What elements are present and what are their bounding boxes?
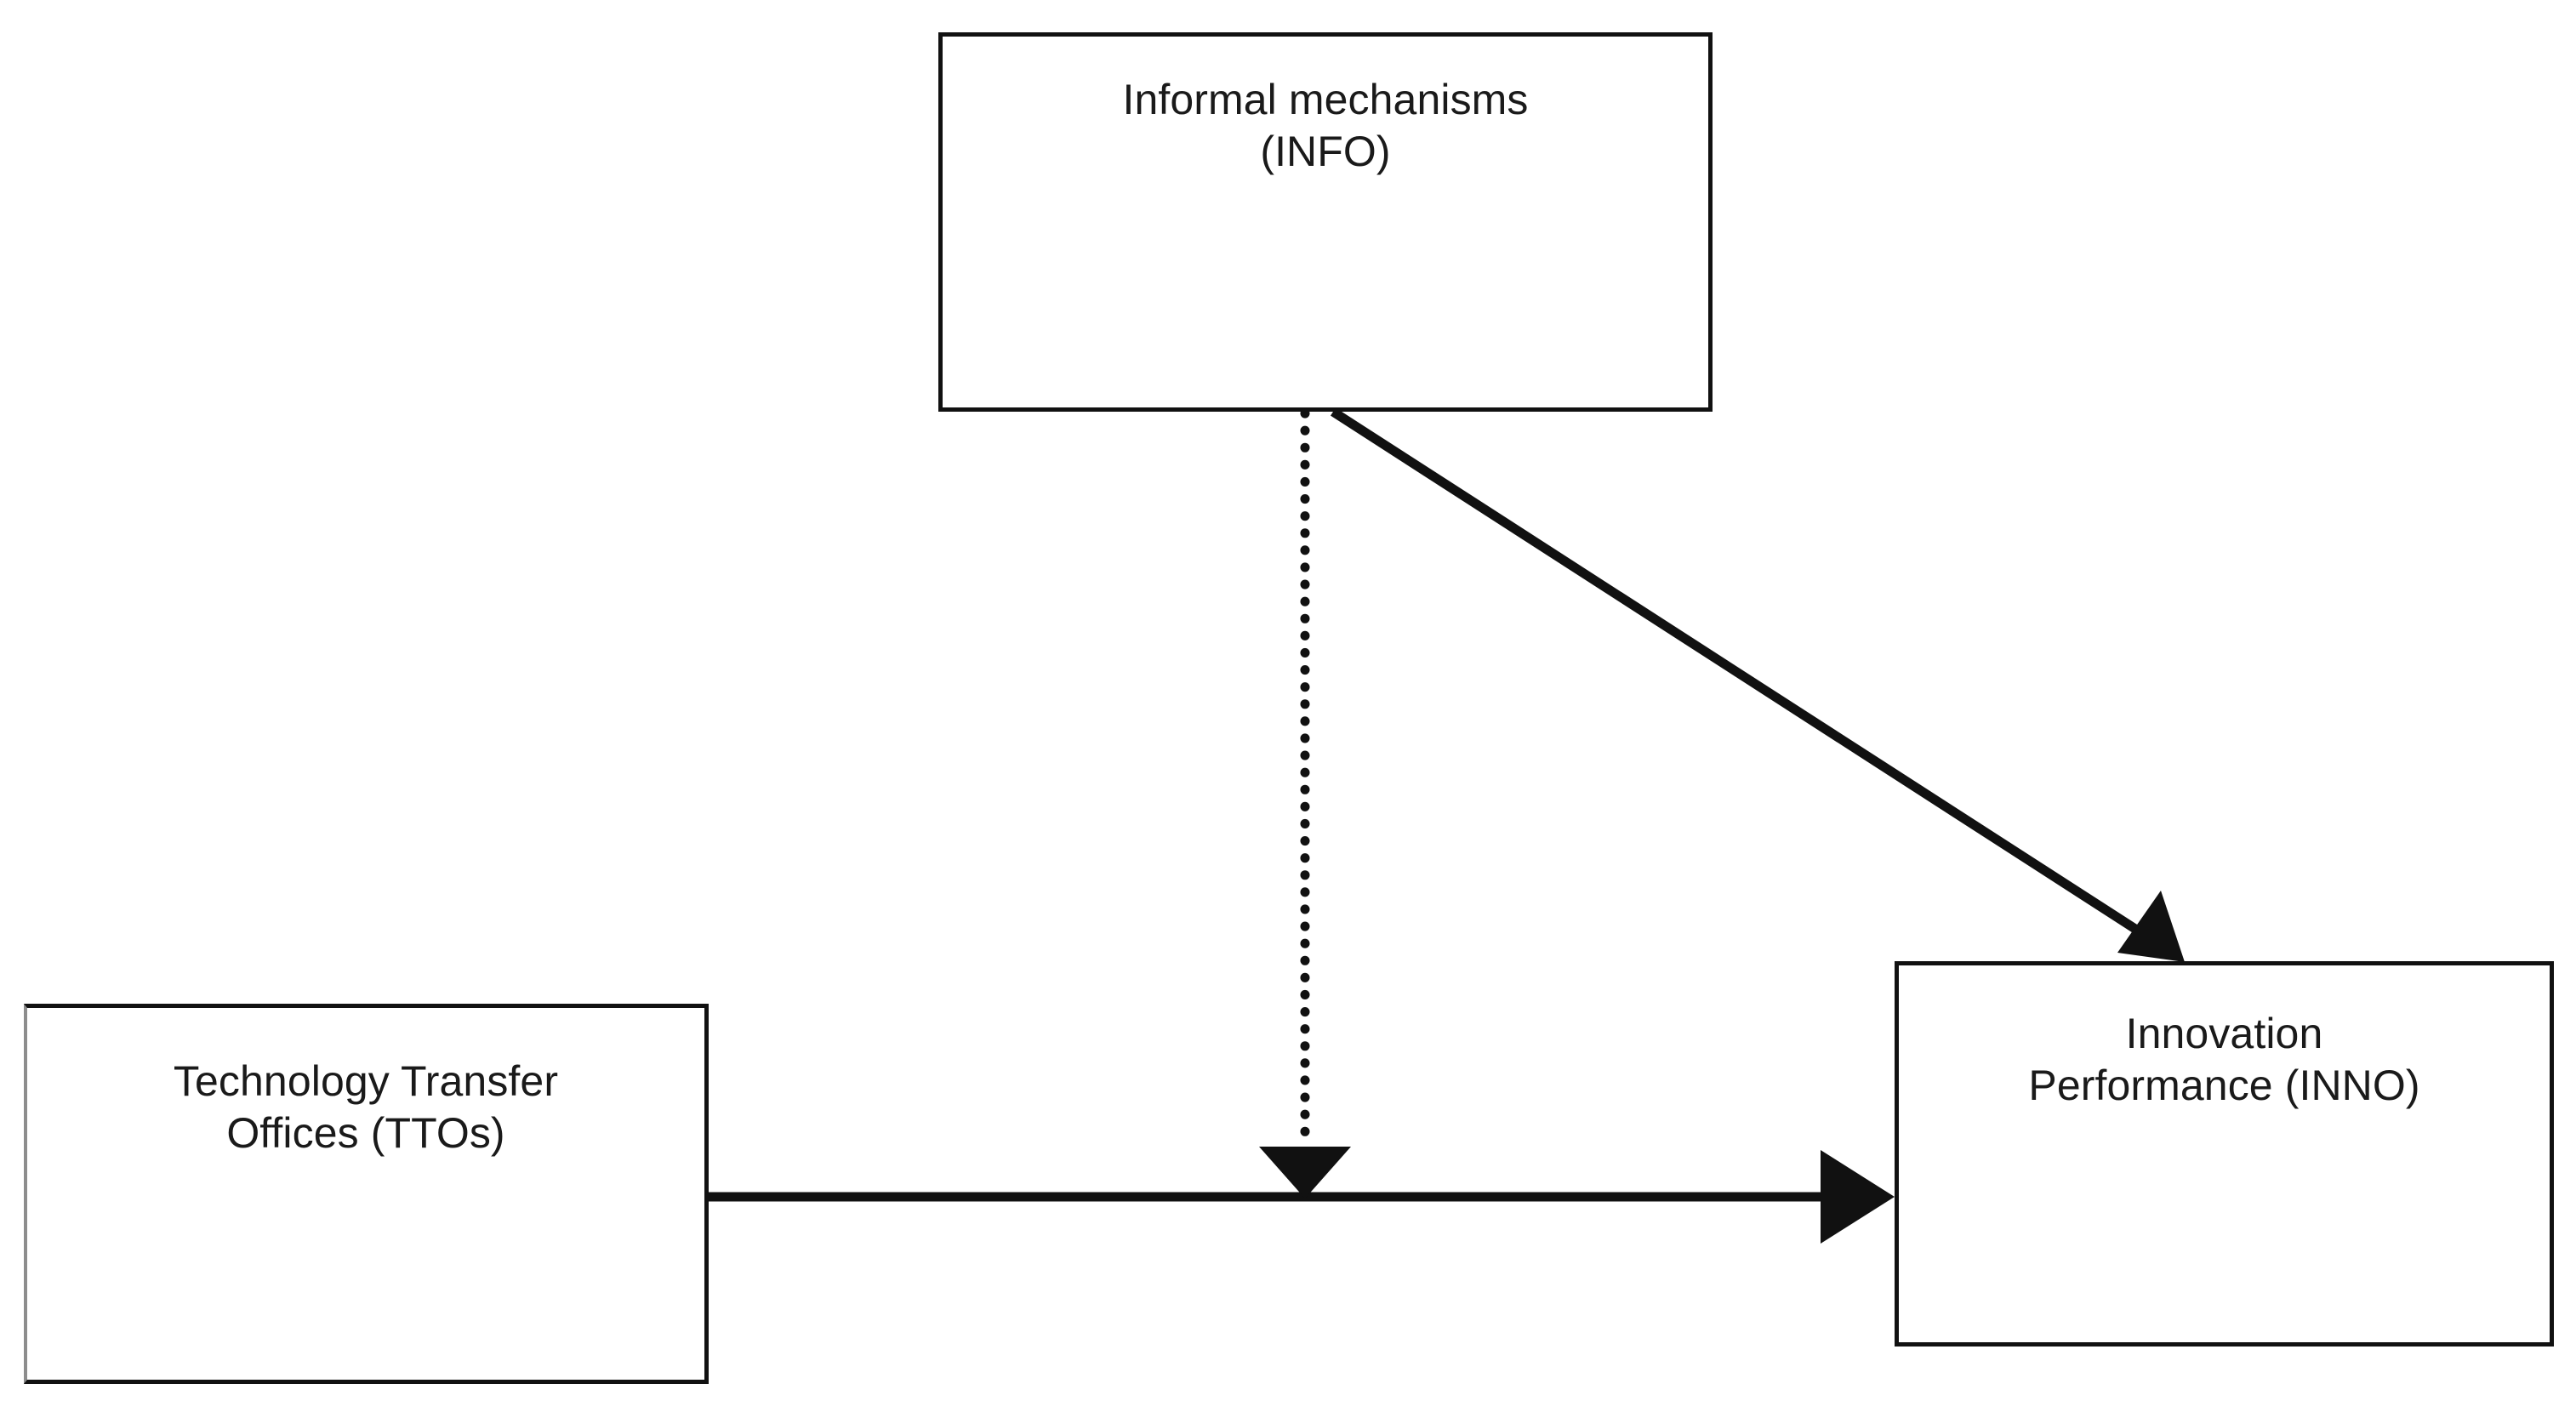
node-technology-transfer-offices[interactable]: Technology Transfer Offices (TTOs) bbox=[24, 1004, 709, 1384]
edge-tto-to-inno bbox=[709, 1150, 1895, 1244]
node-innovation-performance-label: Innovation Performance (INNO) bbox=[2028, 1010, 2420, 1109]
edge-info-moderation-arrowhead bbox=[1259, 1147, 1351, 1198]
node-informal-mechanisms[interactable]: Informal mechanisms (INFO) bbox=[938, 32, 1713, 412]
edge-info-to-inno-line bbox=[1331, 407, 2155, 944]
node-innovation-performance[interactable]: Innovation Performance (INNO) bbox=[1895, 961, 2554, 1347]
node-informal-mechanisms-label: Informal mechanisms (INFO) bbox=[1122, 76, 1529, 175]
edge-info-to-inno bbox=[1331, 407, 2185, 962]
edge-info-to-inno-arrowhead bbox=[2117, 891, 2185, 962]
edge-info-moderation bbox=[1259, 408, 1351, 1198]
node-technology-transfer-offices-label: Technology Transfer Offices (TTOs) bbox=[173, 1057, 559, 1157]
edge-tto-to-inno-arrowhead bbox=[1821, 1150, 1895, 1244]
